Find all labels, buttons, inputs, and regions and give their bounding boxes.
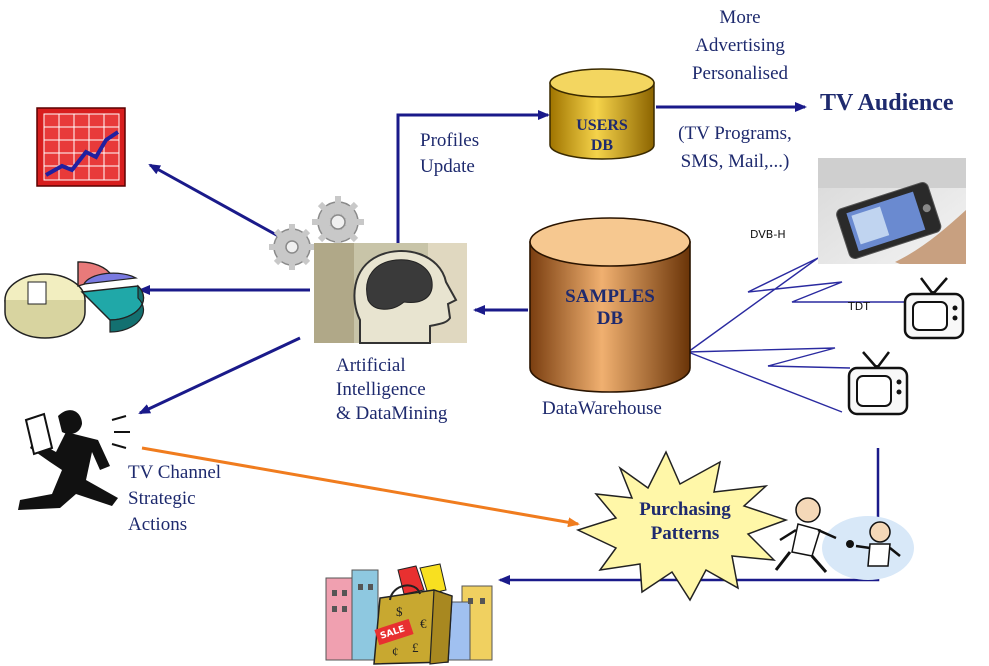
svg-text:¢: ¢ [392,644,399,659]
pda-device-icon [818,158,966,264]
label-line: Purchasing [639,499,731,520]
tv-icon [847,351,909,416]
label-line: USERS [576,117,628,134]
label-line: More [719,7,761,28]
data-warehouse-label: DataWarehouse [542,398,662,419]
label-line: Artificial [336,355,406,376]
tdt-label: TDT [848,300,870,313]
tv-icon [903,277,965,340]
label-line: Update [420,156,475,177]
label-line: Actions [128,514,188,535]
label-line: SMS, Mail,...) [680,151,790,172]
more-advertising-label: More Advertising Personalised [690,4,790,88]
svg-text:£: £ [412,640,419,655]
label-line: (TV Programs, [678,123,792,144]
label-line: Profiles [420,130,480,151]
broadcast-signal-lines [687,257,905,413]
tv-channel-actions-label: TV Channel Strategic Actions [128,460,221,538]
arrow-actions-to-purchasing [141,446,580,528]
label-line: Patterns [650,523,720,544]
label-line: SAMPLES [565,286,655,307]
label-line: DB [590,137,614,154]
ai-label: Artificial Intelligence & DataMining [336,354,447,426]
label-line: Personalised [691,63,789,84]
label-line: Strategic [128,488,196,509]
label-line: DB [596,308,624,329]
pie-chart-icon [4,261,145,339]
samples-db-label: SAMPLES DB [550,286,670,330]
label-line: Intelligence [336,379,426,400]
svg-text:$: $ [396,604,403,619]
family-icon [774,497,914,580]
arrow-ai-to-users-db [396,110,550,245]
shopping-bags-icon: $ €£ ¢ [322,563,498,665]
line-chart-icon [36,107,126,187]
dvb-h-label: DVB-H [750,228,786,241]
samples-db-cylinder [529,217,691,393]
brain-head-icon [314,243,467,344]
users-db-cylinder [549,68,655,160]
profiles-update-label: Profiles Update [420,128,479,180]
arrow-tv-to-shopping [498,448,880,585]
label-line: & DataMining [336,403,448,424]
channels-note-label: (TV Programs, SMS, Mail,...) [660,120,810,176]
users-db-label: USERS DB [560,116,644,156]
tv-audience-label: TV Audience [820,90,954,116]
arrow-ai-to-businessman [138,336,301,415]
label-line: TV Channel [128,462,222,483]
purchasing-starburst [575,450,789,602]
businessman-icon [18,410,130,510]
label-line: Advertising [695,35,785,56]
svg-text:€: € [420,616,427,631]
purchasing-patterns-label: Purchasing Patterns [610,498,760,546]
gears-icon [269,196,364,270]
